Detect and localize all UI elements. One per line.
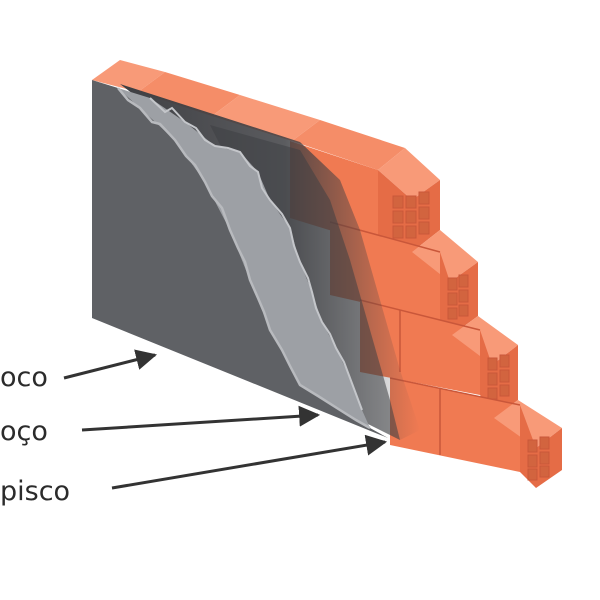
brick-top-surface [138,72,240,116]
label-reboco: oco [0,362,48,393]
arrow-emboco [81,405,321,432]
brick-top [494,400,562,448]
arrow-reboco [63,349,158,380]
reboco-layer [92,80,388,438]
brick-holes [392,191,430,239]
label-emboco: oço [0,416,48,447]
arrow-chapisco [111,434,388,490]
brick-top-surface [212,95,320,141]
label-chapisco: pisco [0,476,71,507]
brick-top-surface [92,60,165,92]
brick-holes [527,436,550,481]
emboco-rough-edge [149,97,363,411]
brick-holes [447,274,469,320]
brick-top [452,316,518,365]
brick-front [390,378,520,472]
reboco-rough-edge [117,87,371,430]
brick-top [378,148,440,200]
label-arrows [63,349,388,490]
brick-top [412,230,478,282]
brick-top-surface [292,120,405,170]
